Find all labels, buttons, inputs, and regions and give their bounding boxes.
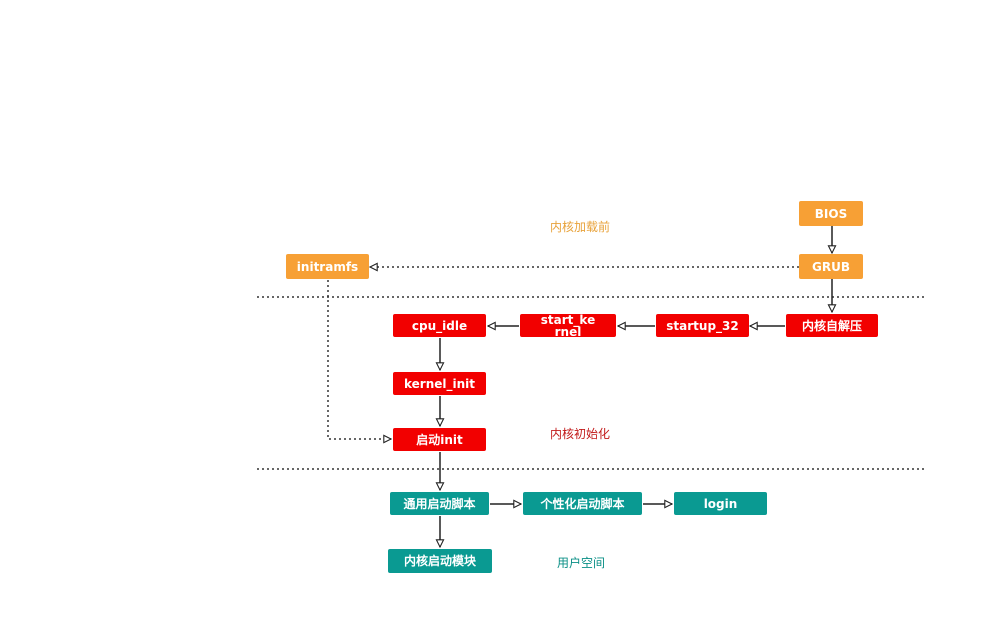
node-startup-32: startup_32: [656, 314, 749, 337]
node-cpu-idle: cpu_idle: [393, 314, 486, 337]
stage-label-before-load: 内核加载前: [550, 220, 611, 234]
node-start-kernel-label: start_kernel: [540, 314, 596, 337]
node-personal-startup-scripts: 个性化启动脚本: [523, 492, 642, 515]
stage-label-kernel-init: 内核初始化: [550, 427, 611, 441]
node-bios: BIOS: [799, 201, 863, 226]
node-start-init: 启动init: [393, 428, 486, 451]
node-kernel-decompress: 内核自解压: [786, 314, 878, 337]
node-initramfs: initramfs: [286, 254, 369, 279]
node-kernel-init: kernel_init: [393, 372, 486, 395]
node-generic-startup-scripts: 通用启动脚本: [390, 492, 489, 515]
node-login: login: [674, 492, 767, 515]
node-grub: GRUB: [799, 254, 863, 279]
node-start-kernel: start_kernel: [520, 314, 616, 337]
node-kernel-modules: 内核启动模块: [388, 549, 492, 573]
edge-initramfs-startinit: [327, 280, 391, 439]
stage-label-user-space: 用户空间: [557, 556, 606, 570]
